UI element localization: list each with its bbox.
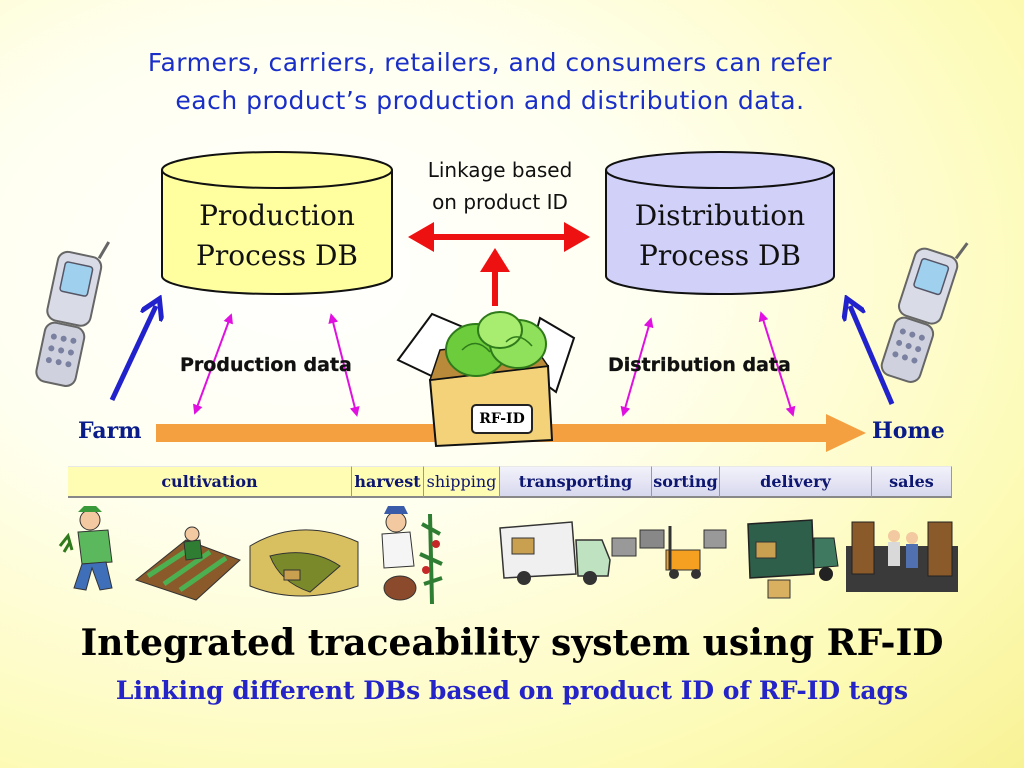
production-data-label: Production data xyxy=(180,354,352,376)
distribution-data-arrow-1 xyxy=(620,317,654,417)
stage-bar: cultivation harvest shipping transportin… xyxy=(68,466,952,500)
linkage-label: Linkage based on product ID xyxy=(400,154,600,218)
right-phone-icon xyxy=(880,242,969,383)
stage-shipping: shipping xyxy=(424,466,500,498)
production-db-line-2: Process DB xyxy=(196,239,358,272)
distribution-db-label: Distribution Process DB xyxy=(606,196,834,276)
production-data-arrow-1 xyxy=(193,313,233,415)
distribution-db-line-1: Distribution xyxy=(634,199,806,232)
main-title: Integrated traceability system using RF-… xyxy=(80,622,944,664)
distribution-db-cylinder xyxy=(605,151,835,295)
farm-phone-arrow xyxy=(109,306,156,402)
distribution-data-label: Distribution data xyxy=(608,354,791,376)
distribution-data-arrow-2 xyxy=(758,311,796,417)
product-up-arrow xyxy=(480,248,510,306)
harvest-worker-icon xyxy=(381,506,443,605)
rfid-tag: RF-ID xyxy=(471,404,533,434)
left-phone-icon xyxy=(35,241,111,387)
distribution-db-line-2: Process DB xyxy=(639,239,801,272)
production-data-arrow-2 xyxy=(328,313,360,417)
stage-transporting: transporting xyxy=(500,466,652,498)
stage-cultivation: cultivation xyxy=(68,466,352,498)
truck-boxes-icon xyxy=(747,519,839,599)
production-db-line-1: Production xyxy=(199,199,355,232)
linkage-arrow xyxy=(408,222,590,252)
subtitle: Linking different DBs based on product I… xyxy=(115,676,909,705)
intro-text: Farmers, carriers, retailers, and consum… xyxy=(60,44,920,120)
linkage-line-1: Linkage based xyxy=(427,158,573,182)
home-label: Home xyxy=(872,418,945,444)
stage-delivery: delivery xyxy=(720,466,872,498)
home-phone-arrow xyxy=(850,306,895,405)
stage-harvest: harvest xyxy=(352,466,424,498)
delivery-truck-icon xyxy=(499,521,611,585)
production-db-label: Production Process DB xyxy=(162,196,392,276)
field-rows-icon xyxy=(134,526,241,601)
production-db-cylinder xyxy=(161,151,393,295)
stage-sales: sales xyxy=(872,466,952,498)
linkage-line-2: on product ID xyxy=(432,190,568,214)
forklift-icon xyxy=(611,526,727,579)
intro-line-1: Farmers, carriers, retailers, and consum… xyxy=(147,48,833,77)
intro-line-2: each product’s production and distributi… xyxy=(175,86,805,115)
product-box-icon xyxy=(396,311,576,448)
field-landscape-icon xyxy=(249,529,359,597)
stage-sorting: sorting xyxy=(652,466,720,498)
farmer-planting-icon xyxy=(58,506,113,591)
farm-label: Farm xyxy=(78,418,142,444)
warehouse-sales-icon xyxy=(846,521,958,592)
